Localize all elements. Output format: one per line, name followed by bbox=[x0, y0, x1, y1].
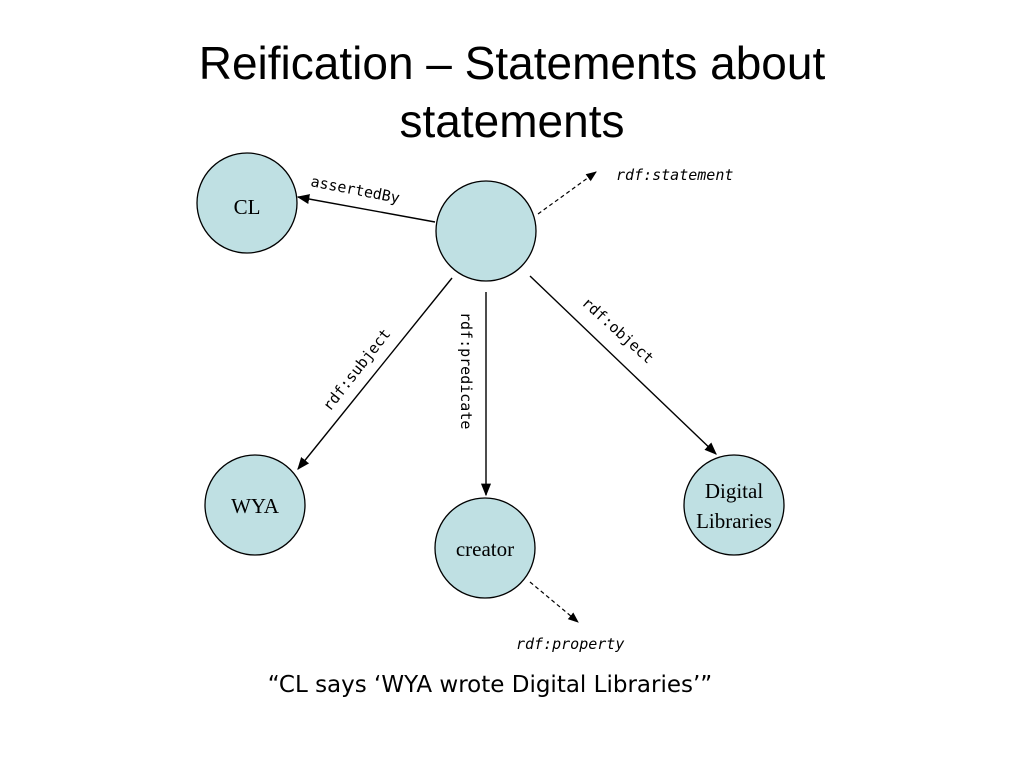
edge-predicate-label: rdf:predicate bbox=[457, 312, 475, 429]
slide-caption: “CL says ‘WYA wrote Digital Libraries’” bbox=[267, 672, 713, 698]
node-wya-label: WYA bbox=[231, 494, 280, 518]
title-line-2: statements bbox=[399, 95, 625, 147]
node-digital-libraries-label-line-2: Libraries bbox=[696, 509, 772, 533]
edge-object bbox=[529, 275, 717, 455]
type-property-label: rdf:property bbox=[516, 635, 624, 653]
edge-asserted-by bbox=[296, 194, 436, 223]
node-cl bbox=[196, 152, 298, 254]
edge-subject bbox=[297, 277, 453, 470]
edge-type-property bbox=[529, 581, 579, 623]
slide-title: Reification – Statements about statement… bbox=[0, 34, 1024, 150]
node-digital-libraries bbox=[683, 454, 785, 556]
title-line-1: Reification – Statements about bbox=[198, 37, 826, 89]
edge-type-statement bbox=[537, 171, 597, 215]
node-statement bbox=[435, 180, 537, 282]
node-digital-libraries-label-line-1: Digital bbox=[705, 479, 763, 503]
node-cl-label: CL bbox=[234, 195, 261, 219]
node-creator-label: creator bbox=[456, 537, 514, 561]
node-wya bbox=[204, 454, 306, 556]
type-statement-label: rdf:statement bbox=[616, 166, 733, 184]
node-creator bbox=[434, 497, 536, 599]
edge-subject-label: rdf:subject bbox=[319, 325, 394, 414]
edge-object-label: rdf:object bbox=[578, 294, 657, 368]
